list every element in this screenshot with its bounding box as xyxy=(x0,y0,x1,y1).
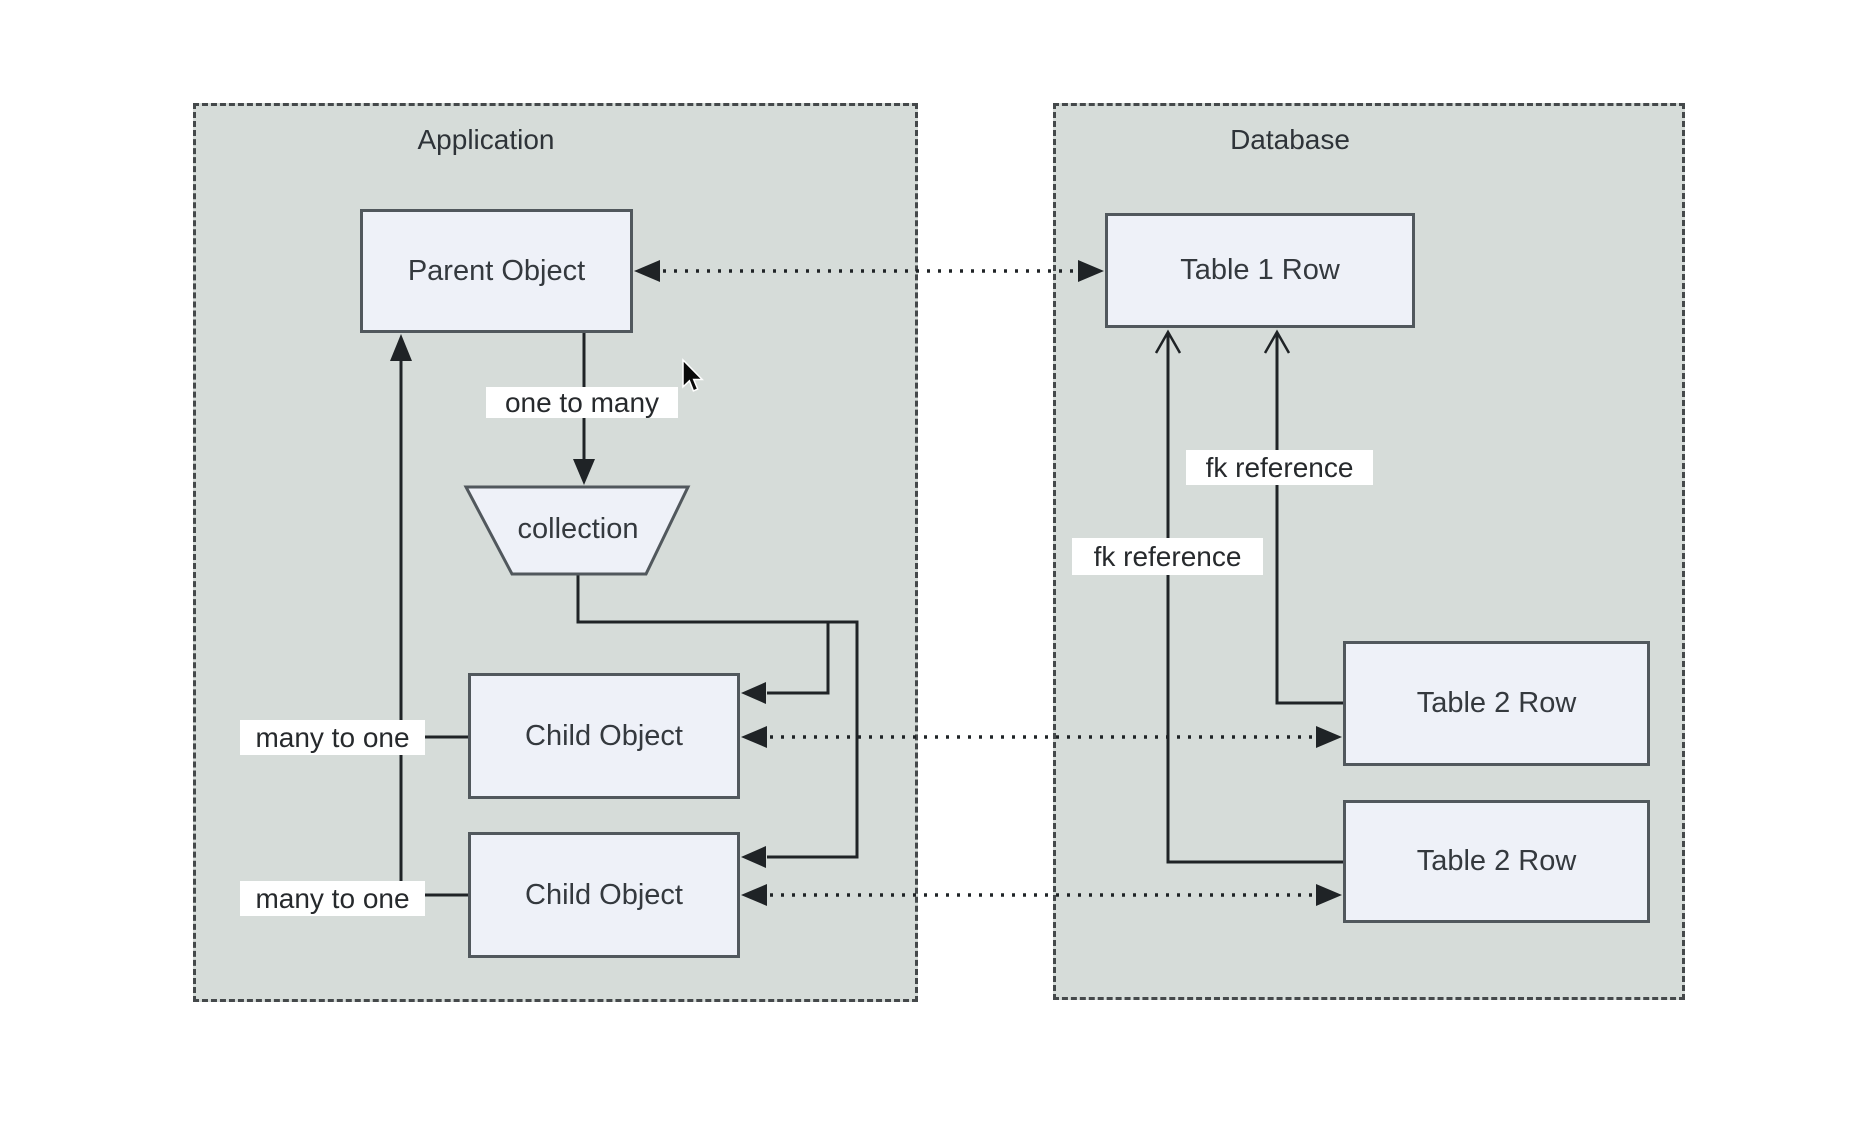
edge-fk-reference-1 xyxy=(1166,334,1344,864)
edge-collection-to-children xyxy=(576,575,859,859)
table-2-row-node-2: Table 2 Row xyxy=(1343,800,1650,923)
edge-label-fk-reference-2: fk reference xyxy=(1072,538,1263,575)
edge-fk-reference-2 xyxy=(1275,334,1344,705)
arrowhead-left-icon xyxy=(741,846,766,868)
arrowhead-left-icon xyxy=(741,682,766,704)
database-title: Database xyxy=(1230,124,1350,155)
table-1-row-node: Table 1 Row xyxy=(1105,213,1415,328)
arrowhead-right-icon xyxy=(1316,726,1342,748)
parent-object-node: Parent Object xyxy=(360,209,633,333)
child-object-node-1: Child Object xyxy=(468,673,740,799)
arrowhead-left-icon xyxy=(741,726,767,748)
table-2-row-node-1: Table 2 Row xyxy=(1343,641,1650,766)
child-object-node-2: Child Object xyxy=(468,832,740,958)
arrowhead-right-icon xyxy=(1078,260,1104,282)
arrowhead-down-icon xyxy=(573,459,595,485)
collection-trapezoid xyxy=(463,485,691,576)
arrowhead-up-icon xyxy=(390,334,412,361)
edge-label-fk-reference-1: fk reference xyxy=(1186,450,1373,485)
edge-label-many-to-one-2: many to one xyxy=(240,881,425,916)
open-arrowhead-up-icon xyxy=(1263,329,1291,354)
collection-node-label: collection xyxy=(517,512,639,545)
open-arrowhead-up-icon xyxy=(1154,329,1182,354)
edge-label-stubs xyxy=(425,735,468,897)
arrowhead-left-icon xyxy=(741,884,767,906)
mouse-cursor-icon xyxy=(682,358,704,392)
application-title: Application xyxy=(417,124,555,155)
arrowhead-left-icon xyxy=(634,260,660,282)
edge-label-one-to-many: one to many xyxy=(486,387,678,418)
arrowhead-right-icon xyxy=(1316,884,1342,906)
edge-label-many-to-one-1: many to one xyxy=(240,720,425,755)
